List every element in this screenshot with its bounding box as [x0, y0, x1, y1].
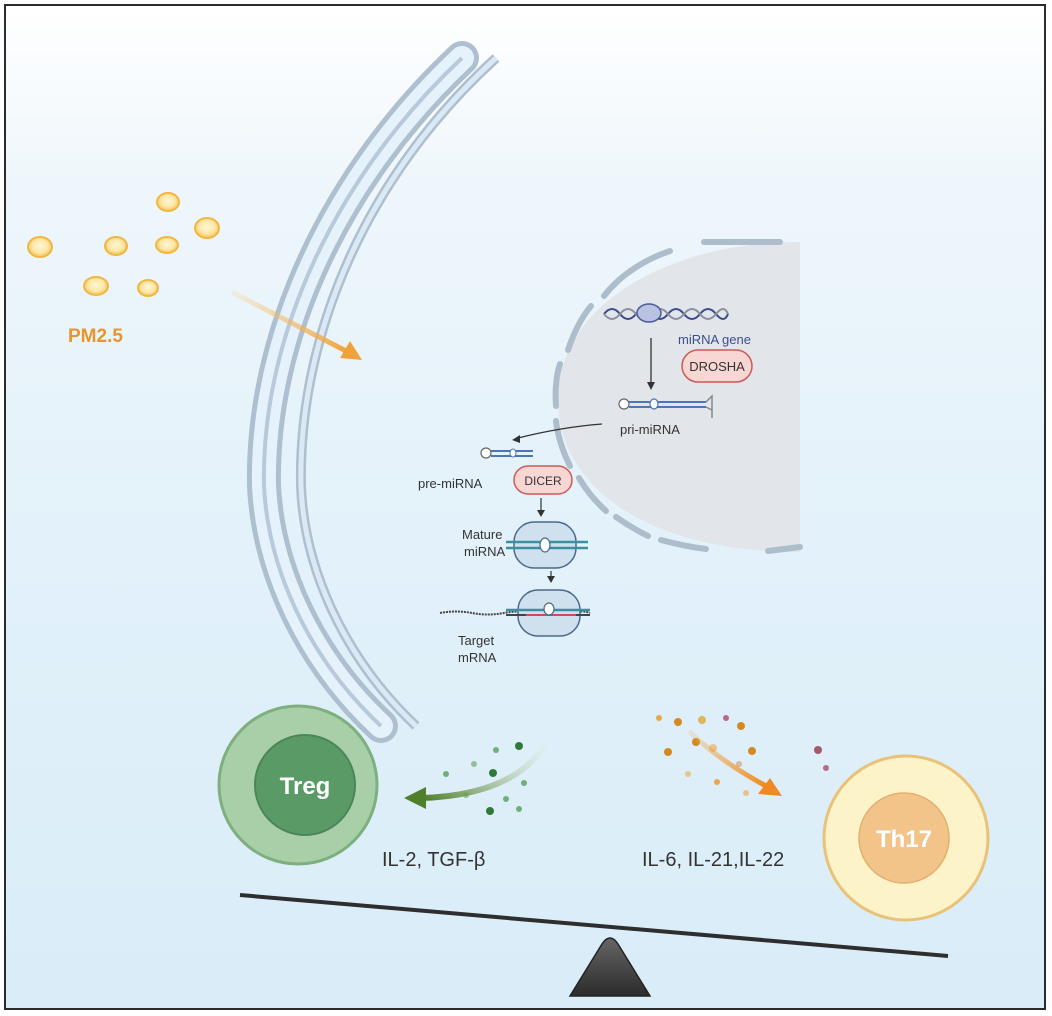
treg-label: Treg: [280, 773, 331, 800]
pri-mirna-icon: [618, 394, 713, 418]
dna-strand-icon: [603, 303, 729, 323]
pm-particles: [27, 192, 220, 297]
th17-label: Th17: [876, 826, 932, 853]
target-mrna-binding-icon: [439, 589, 591, 637]
drosha-label: DROSHA: [689, 359, 745, 374]
pre-mirna-icon: [480, 447, 533, 459]
treg-induction-arrow: [404, 724, 557, 809]
mirna-gene-label: miRNA gene: [678, 332, 751, 347]
th17-cytokine-dots: [656, 715, 829, 796]
risc-arrow: [547, 571, 555, 583]
mature-label-line2: miRNA: [464, 544, 505, 559]
pre-mirna-label: pre-miRNA: [418, 476, 483, 491]
transcription-arrow: [647, 338, 655, 390]
dicer-label: DICER: [524, 474, 562, 488]
th17-cell: Th17: [822, 754, 990, 922]
cell-membrane: [246, 41, 500, 743]
pri-mirna-label: pri-miRNA: [620, 422, 680, 437]
balance-scale: [239, 893, 949, 997]
target-label-line2: mRNA: [458, 650, 497, 665]
pm-entry-arrow: [230, 289, 362, 360]
target-label-line1: Target: [458, 633, 495, 648]
diagram-frame: PM2.5 miRNA gene DROSHA: [4, 4, 1046, 1010]
pm25-label: PM2.5: [68, 326, 123, 347]
dicer-arrow: [537, 498, 545, 517]
dicer-enzyme: DICER: [513, 465, 573, 495]
mature-mirna-risc-icon: [506, 521, 588, 569]
mature-label-line1: Mature: [462, 527, 502, 542]
treg-cytokines-label: IL-2, TGF-β: [382, 849, 485, 871]
diagram-canvas: PM2.5 miRNA gene DROSHA: [27, 41, 990, 997]
drosha-enzyme: DROSHA: [681, 349, 753, 383]
treg-cytokine-dots: [443, 742, 527, 815]
nucleus: [552, 239, 803, 554]
export-arrow: [512, 423, 603, 443]
treg-cell: Treg: [217, 704, 379, 866]
th17-induction-arrow: [687, 729, 782, 796]
th17-cytokines-label: IL-6, IL-21,IL-22: [642, 849, 784, 871]
